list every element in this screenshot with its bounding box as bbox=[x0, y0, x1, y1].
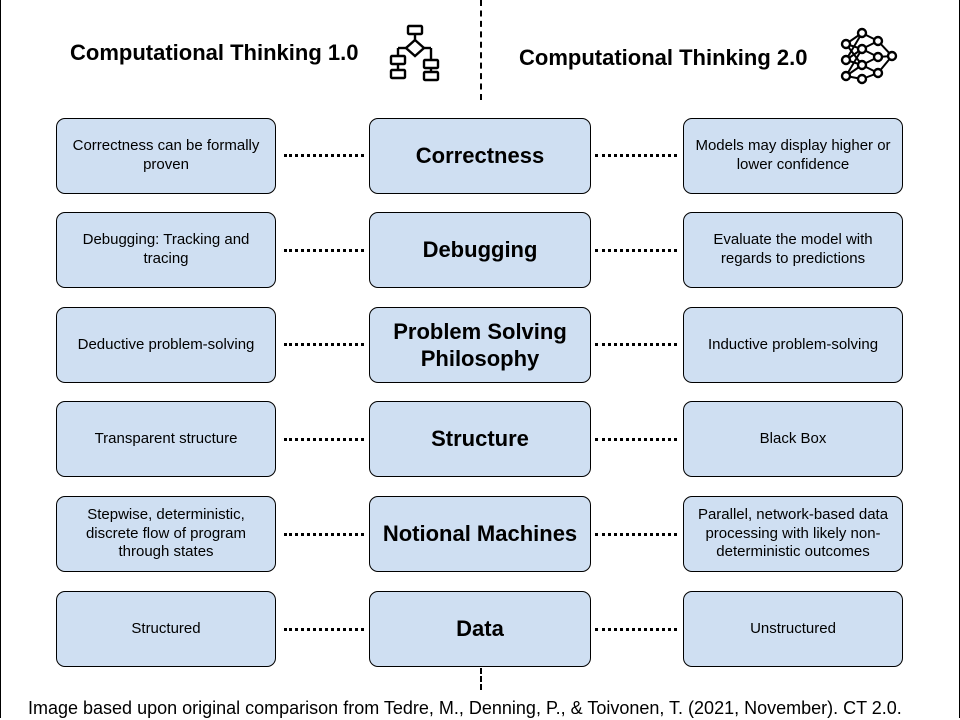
category-correctness: Correctness bbox=[369, 118, 591, 194]
connector-right-problem-solving bbox=[595, 343, 677, 346]
connector-right-correctness bbox=[595, 154, 677, 157]
center-divider-bottom bbox=[480, 668, 482, 690]
ct2-data-box: Unstructured bbox=[683, 591, 903, 667]
ct2-correctness-box: Models may display higher or lower confi… bbox=[683, 118, 903, 194]
left-column-title: Computational Thinking 1.0 bbox=[70, 40, 359, 65]
connector-right-data bbox=[595, 628, 677, 631]
ct1-problem-solving-box: Deductive problem-solving bbox=[56, 307, 276, 383]
flowchart-icon bbox=[389, 24, 440, 82]
category-notional-machines: Notional Machines bbox=[369, 496, 591, 572]
connector-left-structure bbox=[284, 438, 364, 441]
connector-right-notional-machines bbox=[595, 533, 677, 536]
ct1-data-box: Structured bbox=[56, 591, 276, 667]
center-divider-top bbox=[480, 0, 482, 100]
connector-left-notional-machines bbox=[284, 533, 364, 536]
connector-right-debugging bbox=[595, 249, 677, 252]
connector-left-problem-solving bbox=[284, 343, 364, 346]
category-structure: Structure bbox=[369, 401, 591, 477]
ct2-structure-box: Black Box bbox=[683, 401, 903, 477]
connector-right-structure bbox=[595, 438, 677, 441]
connector-left-data bbox=[284, 628, 364, 631]
ct1-notional-machines-box: Stepwise, deterministic, discrete flow o… bbox=[56, 496, 276, 572]
ct2-debugging-box: Evaluate the model with regards to predi… bbox=[683, 212, 903, 288]
connector-left-debugging bbox=[284, 249, 364, 252]
neural-network-icon bbox=[840, 27, 898, 85]
ct1-structure-box: Transparent structure bbox=[56, 401, 276, 477]
source-caption: Image based upon original comparison fro… bbox=[28, 698, 902, 718]
ct2-problem-solving-box: Inductive problem-solving bbox=[683, 307, 903, 383]
ct2-notional-machines-box: Parallel, network-based data processing … bbox=[683, 496, 903, 572]
ct1-correctness-box: Correctness can be formally proven bbox=[56, 118, 276, 194]
category-debugging: Debugging bbox=[369, 212, 591, 288]
connector-left-correctness bbox=[284, 154, 364, 157]
right-column-title: Computational Thinking 2.0 bbox=[519, 45, 808, 70]
category-problem-solving-philosophy: Problem Solving Philosophy bbox=[369, 307, 591, 383]
category-data: Data bbox=[369, 591, 591, 667]
ct1-debugging-box: Debugging: Tracking and tracing bbox=[56, 212, 276, 288]
